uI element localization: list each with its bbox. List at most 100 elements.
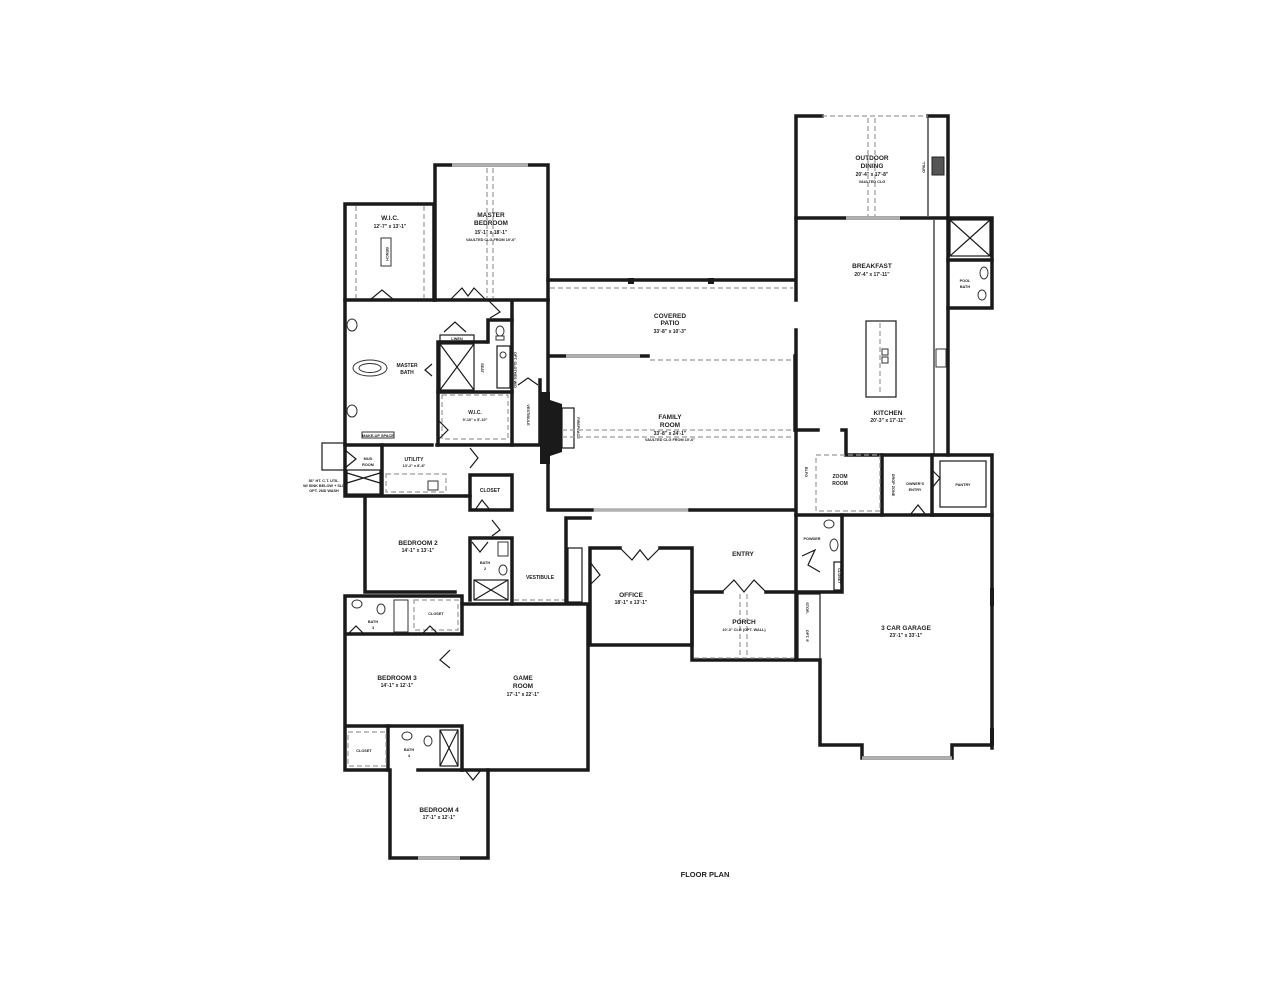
closet-bed2: CLOSET xyxy=(468,473,514,512)
utility-dims: 13'-2" x 8'-8" xyxy=(403,464,426,468)
bath-4-wing: CLOSET BATH 4 xyxy=(347,724,464,772)
master-bedroom-label-1: MASTER xyxy=(477,212,505,219)
outdoor-dining-dims: 20'-4" x 17'-8" xyxy=(856,172,889,178)
vestibule-master-label: VESTIBULE xyxy=(526,404,530,426)
cooktop-icon xyxy=(935,348,947,368)
powder-label: POWDER xyxy=(803,537,820,541)
owners-entry-label-2: ENTRY xyxy=(909,488,922,492)
zoom-room-label-2: ROOM xyxy=(832,481,848,487)
closet-bed2-label: CLOSET xyxy=(480,488,500,494)
master-bedroom-note: VAULTED CLG FROM 10'-6" xyxy=(466,238,516,242)
wic-small-label: W.I.C. xyxy=(468,410,482,416)
kitchen-island xyxy=(865,320,897,398)
opt-clothes-wd-label: OPT. CLOTHES W/D xyxy=(513,352,517,388)
wic-door-icon xyxy=(369,289,395,301)
kitchen-label: KITCHEN xyxy=(874,410,903,417)
garage-storage-label: STOR. xyxy=(805,602,809,614)
bathtub-inner-icon xyxy=(358,363,382,373)
sink-icon xyxy=(829,538,839,552)
master-bath-label-2: BATH xyxy=(400,370,414,376)
zoom-room: BI-FO ZOOM ROOM xyxy=(794,428,884,517)
makeup-space-label: MAKE-UP SPACE xyxy=(362,434,394,438)
floor-plan-title: FLOOR PLAN xyxy=(681,870,730,879)
mud-room-label-1: MUD xyxy=(364,457,373,461)
master-bedroom-dims: 15'-1" x 18'-1" xyxy=(475,230,508,236)
bench-icon xyxy=(380,237,392,267)
toilet-icon xyxy=(423,735,433,747)
covered-patio-label-2: PATIO xyxy=(661,320,680,327)
outdoor-dining: GRILL OUTDOOR DINING 20'-4" x 17'-8" VAU… xyxy=(794,114,950,220)
sink-icon xyxy=(401,731,413,741)
master-bedroom-door-icon xyxy=(449,287,487,301)
bedroom-3-label: BEDROOM 3 xyxy=(377,675,417,682)
breakfast-label: BREAKFAST xyxy=(852,263,892,270)
bath-2-label-1: BATH xyxy=(480,561,491,565)
toilet-icon xyxy=(495,325,505,337)
grill-label: GRILL xyxy=(922,161,926,173)
bedroom-2-label: BEDROOM 2 xyxy=(398,540,438,547)
fireplace-label: FIREPLACE xyxy=(576,417,580,439)
washer-icon xyxy=(499,351,507,359)
breakfast-dims: 20'-4" x 17'-11" xyxy=(854,272,890,278)
office-dims: 18'-1" x 13'-1" xyxy=(615,600,648,606)
powder: POWDER CLOSET xyxy=(794,513,844,594)
front-door-icon xyxy=(721,579,767,593)
wic-master-label: W.I.C. xyxy=(381,215,399,222)
bedroom-3-dims: 14'-1" x 12'-1" xyxy=(381,683,414,689)
mud-utility: MUD ROOM UTILITY 13'-2" x 8'-8" 36" HT. … xyxy=(303,442,479,498)
garage-opt-label: OPT. 9' xyxy=(805,630,809,643)
covered-patio: COVERED PATIO 33'-8" x 10'-3" xyxy=(546,278,797,335)
breakfast-kitchen: BREAKFAST 20'-4" x 17'-11" KITCHEN 20'-3… xyxy=(794,216,950,457)
bath-3-label-2: 3 xyxy=(372,626,374,630)
bench-label: BENCH xyxy=(385,247,389,261)
porch-label: PORCH xyxy=(732,619,756,626)
vestibule-main-label: VESTIBULE xyxy=(526,575,555,581)
office-door-icon xyxy=(619,547,661,561)
toilet-icon xyxy=(823,519,835,529)
game-room-dims: 17'-1" x 22'-1" xyxy=(507,692,540,698)
family-room-dims: 33'-8" x 24'-1" xyxy=(654,431,687,437)
porch-dims: 10'-0" CLG (OPT. WALL) xyxy=(722,628,766,632)
drop-zone-label: DROP ZONE xyxy=(891,474,895,497)
utility-note-1: 36" HT. C.T. UTIL. xyxy=(308,479,339,483)
master-bath-label-1: MASTER xyxy=(396,363,418,369)
sink-icon xyxy=(346,404,358,418)
mud-room-label-2: ROOM xyxy=(362,463,374,467)
outdoor-stoop xyxy=(321,442,346,471)
family-room-note: VAULTED CLG FROM 10'-6" xyxy=(645,438,695,442)
pool-bath: POOL BATH xyxy=(946,216,994,310)
wic-master: W.I.C. 12'-7" x 13'-1" BENCH xyxy=(343,202,436,302)
outdoor-dining-label-2: DINING xyxy=(861,163,884,170)
office-label: OFFICE xyxy=(619,592,643,599)
makeup-space-counter xyxy=(361,431,395,439)
sink-icon xyxy=(497,541,509,557)
toilet-icon xyxy=(977,289,987,301)
pantry-label: PANTRY xyxy=(955,483,971,487)
entry: ENTRY xyxy=(690,551,798,594)
master-bedroom: MASTER BEDROOM 15'-1" x 18'-1" VAULTED C… xyxy=(433,163,550,302)
garage: STOR. OPT. 9' 3 CAR GARAGE 23'-1" x 33'-… xyxy=(794,513,994,760)
bath-4-label-1: BATH xyxy=(404,748,415,752)
master-bedroom-label-2: BEDROOM xyxy=(474,220,508,227)
kitchen-dims: 20'-3" x 17'-11" xyxy=(870,418,906,424)
garage-dims: 23'-1" x 33'-1" xyxy=(890,633,923,639)
entry-label: ENTRY xyxy=(732,551,754,558)
zoom-room-label-1: ZOOM xyxy=(833,474,848,480)
sink-icon xyxy=(351,599,363,609)
wic-master-dims: 12'-7" x 13'-1" xyxy=(374,224,407,230)
fireplace-icon xyxy=(540,392,550,464)
shower-seat-label: SEAT xyxy=(480,363,484,374)
pantry: PANTRY xyxy=(930,453,994,517)
pool-bath-label-1: POOL xyxy=(960,279,971,283)
game-room-label-2: ROOM xyxy=(513,683,533,690)
owners-entry-label-1: OWNER'S xyxy=(906,482,924,486)
utility-label: UTILITY xyxy=(405,457,425,463)
bedroom-4: BEDROOM 4 17'-1" x 12'-1" xyxy=(388,768,490,860)
bedroom-3-wing: BATH 3 CLOSET BEDROOM 3 14'-1" x 12'-1" xyxy=(343,594,464,772)
outdoor-dining-label-1: OUTDOOR xyxy=(855,155,889,162)
utility-note-3: OPT. 2ND WASH xyxy=(309,489,339,493)
outdoor-dining-note: VAULTED CLG xyxy=(859,180,885,184)
garage-label: 3 CAR GARAGE xyxy=(881,625,932,632)
vestibule-master: VESTIBULE xyxy=(510,377,542,447)
